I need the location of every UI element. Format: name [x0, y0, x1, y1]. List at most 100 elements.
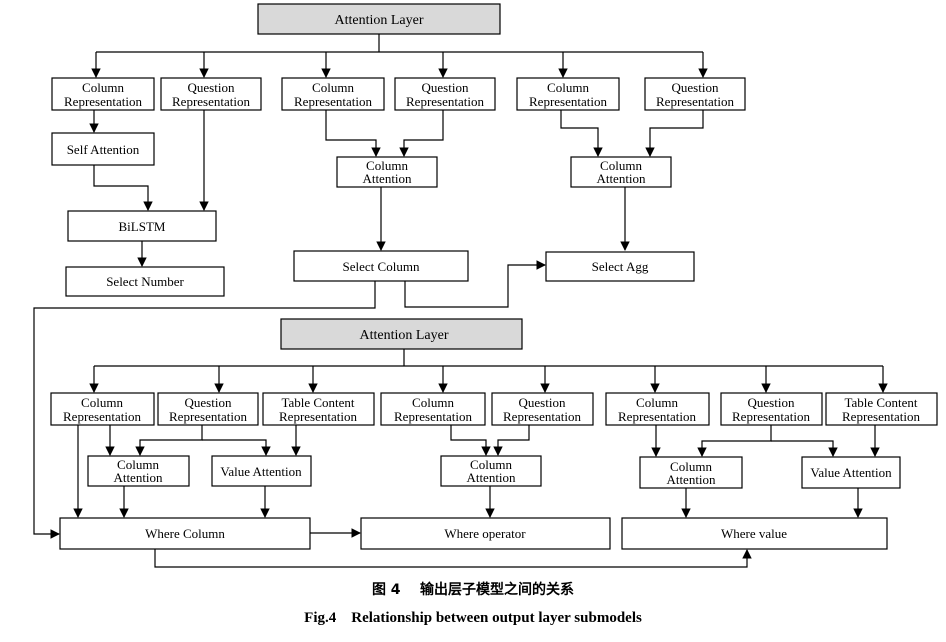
t2-select-column: Select Column: [293, 250, 469, 282]
b2-q-to-catt: [493, 425, 530, 456]
t2-column-representation: Column Representation: [281, 77, 385, 111]
svg-text:Representation: Representation: [64, 94, 142, 109]
svg-text:Representation: Representation: [63, 409, 141, 424]
svg-text:Question: Question: [422, 80, 469, 95]
mid-attention-layer: Attention Layer: [280, 318, 523, 350]
svg-text:Attention: Attention: [362, 171, 412, 186]
b3-q-to-catt: [697, 425, 772, 457]
t2-q-to-catt: [399, 110, 444, 157]
svg-text:Question: Question: [672, 80, 719, 95]
b2-col-to-catt: [450, 425, 491, 456]
b2-question-representation: Question Representation: [491, 392, 594, 426]
svg-text:Representation: Representation: [842, 409, 920, 424]
b1-column-attention: Column Attention: [87, 455, 190, 487]
svg-text:Question: Question: [748, 395, 795, 410]
b2-where-operator: Where operator: [360, 517, 611, 550]
selcol-to-selagg: [404, 260, 546, 308]
svg-text:Value Attention: Value Attention: [810, 465, 892, 480]
b1-value-attention: Value Attention: [211, 455, 312, 487]
svg-text:Column: Column: [547, 80, 589, 95]
b1-where-column: Where Column: [59, 517, 311, 550]
b1-column-representation: Column Representation: [50, 392, 155, 426]
t3-column-representation: Column Representation: [516, 77, 620, 111]
b2-column-attention: Column Attention: [440, 455, 542, 487]
svg-text:Self Attention: Self Attention: [67, 142, 140, 157]
b3-table-content-representation: Table Content Representation: [825, 392, 938, 426]
b1-question-representation: Question Representation: [157, 392, 259, 426]
top-attention-layer: Attention Layer: [257, 3, 501, 35]
b2-column-representation: Column Representation: [380, 392, 486, 426]
svg-text:Question: Question: [185, 395, 232, 410]
svg-text:Attention: Attention: [596, 171, 646, 186]
svg-text:Select Column: Select Column: [343, 259, 420, 274]
svg-text:Where operator: Where operator: [444, 526, 526, 541]
caption-english: Fig.4 Relationship between output layer …: [304, 610, 642, 626]
t3-col-to-catt: [560, 110, 603, 157]
svg-text:Column: Column: [82, 80, 124, 95]
b1-table-content-representation: Table Content Representation: [262, 392, 375, 426]
svg-text:Table Content: Table Content: [281, 395, 354, 410]
svg-text:Column: Column: [366, 158, 408, 173]
b3-value-attention: Value Attention: [801, 456, 901, 489]
t1-bilstm: BiLSTM: [67, 210, 217, 242]
wherecol-to-wval: [154, 549, 752, 568]
t3-select-agg: Select Agg: [545, 251, 695, 282]
t2-question-representation: Question Representation: [394, 77, 496, 111]
svg-text:Representation: Representation: [172, 94, 250, 109]
svg-text:Column: Column: [600, 158, 642, 173]
svg-text:Attention Layer: Attention Layer: [334, 13, 423, 28]
t3-column-attention: Column Attention: [570, 156, 672, 188]
svg-text:Representation: Representation: [169, 409, 247, 424]
svg-text:Select Agg: Select Agg: [592, 259, 649, 274]
t1-self-to-bilstm: [93, 165, 153, 211]
svg-text:Column: Column: [670, 459, 712, 474]
svg-text:Column: Column: [412, 395, 454, 410]
selcol-to-wherecol: [33, 281, 376, 539]
svg-text:Select Number: Select Number: [106, 274, 184, 289]
svg-text:Table Content: Table Content: [844, 395, 917, 410]
b3-q-to-vatt: [771, 440, 838, 457]
svg-text:BiLSTM: BiLSTM: [119, 219, 166, 234]
svg-text:Attention: Attention: [113, 470, 163, 485]
t1-self-attention: Self Attention: [51, 132, 155, 166]
svg-text:Column: Column: [81, 395, 123, 410]
svg-text:Representation: Representation: [618, 409, 696, 424]
t2-column-attention: Column Attention: [336, 156, 438, 188]
svg-text:Attention Layer: Attention Layer: [359, 328, 448, 343]
svg-text:Column: Column: [117, 457, 159, 472]
t3-q-to-catt: [645, 110, 704, 157]
svg-text:Attention: Attention: [466, 470, 516, 485]
top-connectors: [91, 34, 708, 78]
t1-question-representation: Question Representation: [160, 77, 262, 111]
svg-text:Column: Column: [470, 457, 512, 472]
svg-text:Column: Column: [636, 395, 678, 410]
caption-chinese: 图 4 输出层子模型之间的关系: [372, 581, 574, 598]
svg-text:Representation: Representation: [279, 409, 357, 424]
svg-text:Representation: Representation: [394, 409, 472, 424]
svg-text:Representation: Representation: [406, 94, 484, 109]
t3-question-representation: Question Representation: [644, 77, 746, 111]
t2-col-to-catt: [325, 110, 381, 157]
b1-q-to-vatt: [202, 439, 271, 456]
svg-text:Representation: Representation: [529, 94, 607, 109]
svg-text:Where value: Where value: [721, 526, 787, 541]
b3-where-value: Where value: [621, 517, 888, 550]
mid-connectors: [89, 349, 888, 393]
svg-text:Representation: Representation: [656, 94, 734, 109]
svg-text:Representation: Representation: [294, 94, 372, 109]
svg-text:Value Attention: Value Attention: [220, 464, 302, 479]
svg-text:Representation: Representation: [503, 409, 581, 424]
svg-text:Column: Column: [312, 80, 354, 95]
t1-select-number: Select Number: [65, 266, 225, 297]
t1-column-representation: Column Representation: [51, 77, 155, 111]
svg-text:Representation: Representation: [732, 409, 810, 424]
b3-column-attention: Column Attention: [639, 456, 743, 489]
svg-text:Question: Question: [519, 395, 566, 410]
svg-text:Where Column: Where Column: [145, 526, 225, 541]
b1-q-to-catt: [135, 425, 203, 456]
b3-column-representation: Column Representation: [605, 392, 710, 426]
svg-text:Question: Question: [188, 80, 235, 95]
svg-text:Attention: Attention: [666, 472, 716, 487]
b3-question-representation: Question Representation: [720, 392, 823, 426]
